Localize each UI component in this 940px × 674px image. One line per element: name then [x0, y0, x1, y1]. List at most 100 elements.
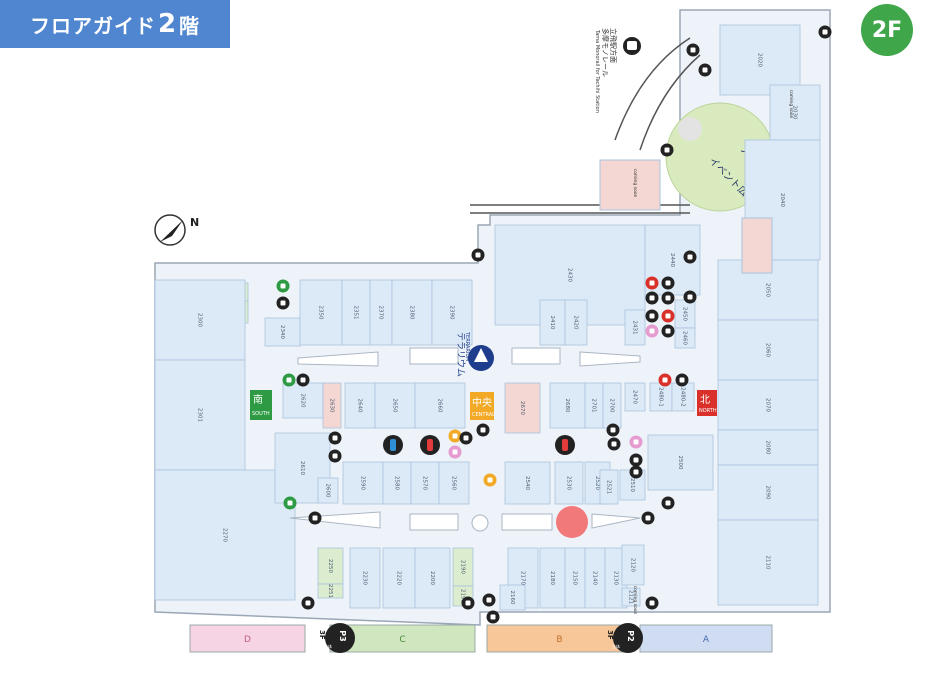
- store-2300[interactable]: 2300: [154, 279, 246, 361]
- store-number: 2340: [279, 325, 285, 339]
- store-number: 2060: [765, 343, 771, 357]
- store-2480-1[interactable]: 2480-1: [649, 382, 673, 412]
- store-number: 2510: [629, 478, 635, 492]
- svg-text:P2: P2: [626, 630, 635, 641]
- store-2590[interactable]: 2590: [342, 461, 384, 505]
- store-number: 2600: [325, 484, 331, 498]
- store-number: 2680: [564, 399, 570, 413]
- store-2070[interactable]: 2070: [717, 379, 819, 431]
- svg-text:立体: 立体: [324, 643, 332, 649]
- coming-soon-label: coming soon: [632, 586, 638, 615]
- store-2251[interactable]: 2251: [317, 583, 344, 599]
- zone-central[interactable]: 中央 CENTRAL: [470, 392, 495, 420]
- svg-text:SOUTH: SOUTH: [252, 411, 270, 417]
- store-2180[interactable]: 2180: [539, 547, 566, 609]
- store-number: 2220: [396, 571, 402, 585]
- store-number: 2370: [378, 306, 384, 320]
- store-2480-2[interactable]: 2480-2: [671, 382, 695, 412]
- store-number: 2120: [630, 558, 636, 572]
- svg-text:立体: 立体: [612, 643, 620, 649]
- store-2620[interactable]: 2620: [282, 382, 324, 419]
- store-2701[interactable]: 2701: [584, 382, 604, 429]
- store-2090[interactable]: 2090: [717, 464, 819, 521]
- store-number: 2140: [592, 571, 598, 585]
- store-number: 2701: [591, 399, 597, 413]
- store-2080[interactable]: 2080: [717, 429, 819, 466]
- store-number: 2040: [779, 193, 785, 207]
- store-number: 2250: [327, 559, 333, 573]
- store-2140[interactable]: 2140: [584, 547, 606, 609]
- store-number: 2540: [524, 476, 530, 490]
- store-2380[interactable]: 2380: [391, 279, 433, 346]
- store-number: 2620: [300, 394, 306, 408]
- store-2390[interactable]: 2390: [431, 279, 473, 346]
- store-2500[interactable]: 2500: [647, 434, 714, 491]
- store-number: 2380: [409, 306, 415, 320]
- store-2640[interactable]: 2640: [344, 382, 376, 429]
- store-2670[interactable]: 2670: [504, 382, 541, 434]
- store-2030[interactable]: 2030: [769, 84, 821, 141]
- store-2340[interactable]: 2340: [264, 317, 301, 347]
- store-2220[interactable]: 2220: [382, 547, 416, 609]
- store-2110[interactable]: 2110: [717, 519, 819, 606]
- store-2580[interactable]: 2580: [382, 461, 412, 505]
- store-2420[interactable]: 2420: [564, 299, 588, 346]
- store-2370[interactable]: 2370: [369, 279, 393, 346]
- store-2121[interactable]: 2121: [621, 587, 641, 607]
- store-2540[interactable]: 2540: [504, 461, 551, 505]
- svg-text:3F: 3F: [606, 630, 614, 640]
- store-2460[interactable]: 2460: [674, 327, 696, 349]
- store-2700[interactable]: 2700: [602, 382, 622, 429]
- store-2230[interactable]: 2230: [349, 547, 381, 609]
- parking-garage-P2[interactable]: P2 3F 立体: [606, 623, 643, 653]
- store-number: 2070: [765, 398, 771, 412]
- parking-area-D[interactable]: D: [189, 624, 306, 653]
- svg-text:B: B: [556, 635, 562, 645]
- store-2450[interactable]: 2450: [674, 299, 696, 329]
- store-2270[interactable]: 2270: [154, 469, 296, 601]
- store-number: 2450: [682, 307, 688, 321]
- store-2570[interactable]: 2570: [410, 461, 440, 505]
- store-2521[interactable]: 2521: [599, 469, 619, 505]
- store-2560[interactable]: 2560: [438, 461, 470, 505]
- store-2301[interactable]: 2301: [154, 359, 246, 471]
- store-number: 2090: [765, 486, 771, 500]
- store-2120[interactable]: 2120: [621, 544, 645, 586]
- svg-text:南: 南: [253, 393, 263, 406]
- zone-south[interactable]: 南 SOUTH: [250, 390, 272, 420]
- store-2470[interactable]: 2470: [624, 382, 646, 412]
- parking-area-B[interactable]: B: [486, 624, 633, 653]
- store-2660[interactable]: 2660: [414, 382, 466, 429]
- store-2150[interactable]: 2150: [564, 547, 586, 609]
- store-2160[interactable]: 2160: [499, 584, 526, 611]
- terrarium-label-en: TERRARIUM: [464, 331, 470, 361]
- zone-north[interactable]: 北 NORTH: [697, 390, 717, 416]
- store-2431[interactable]: 2431: [624, 309, 646, 346]
- floor-guide-title: フロアガイド 2 階: [0, 0, 230, 48]
- store-2680[interactable]: 2680: [549, 382, 586, 429]
- store-2250[interactable]: 2250: [317, 547, 344, 585]
- store-2350[interactable]: 2350: [299, 279, 343, 346]
- store-2060[interactable]: 2060: [717, 319, 819, 381]
- store-number: 2301: [197, 408, 203, 422]
- parking-area-A[interactable]: A: [639, 624, 773, 653]
- store-2630[interactable]: 2630: [322, 382, 342, 429]
- store-number: 2480-2: [680, 387, 686, 406]
- store-2530[interactable]: 2530: [554, 461, 584, 505]
- restroom-icons: [383, 435, 575, 455]
- store-number: 2530: [566, 476, 572, 490]
- store-2650[interactable]: 2650: [374, 382, 416, 429]
- store-2190[interactable]: 2190: [452, 547, 474, 587]
- store-2020[interactable]: 2020: [719, 24, 801, 96]
- store-2600[interactable]: 2600: [317, 477, 339, 504]
- compass-north-label: N: [190, 216, 199, 229]
- terrarium[interactable]: テラリウム TERRARIUM: [455, 331, 494, 377]
- store-number: 2560: [451, 476, 457, 490]
- store-2351[interactable]: 2351: [341, 279, 371, 346]
- store-2410[interactable]: 2410: [539, 299, 566, 346]
- floor-guide-number: 2: [157, 9, 178, 39]
- store-number: 2670: [519, 401, 525, 415]
- store-2200[interactable]: 2200: [414, 547, 451, 609]
